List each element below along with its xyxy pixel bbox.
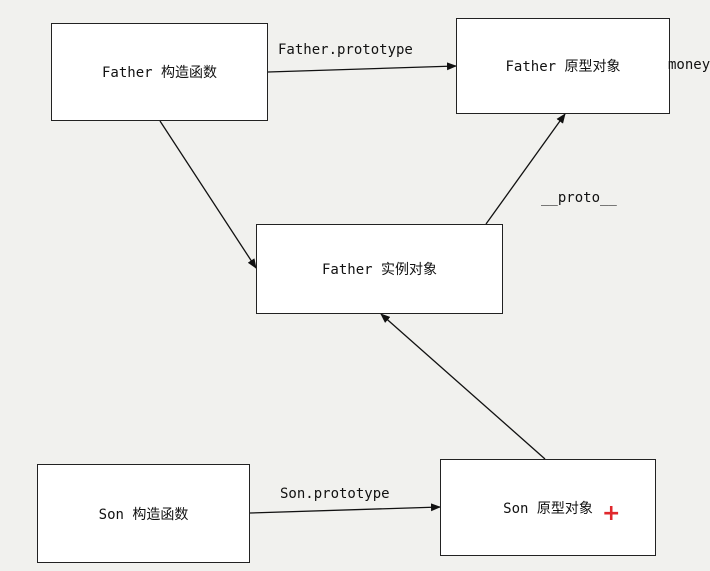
node-father-instance-object: Father 实例对象 [256, 224, 503, 314]
edge-label-proto: __proto__ [541, 190, 617, 206]
edge-son-proto-to-instance [380, 313, 546, 460]
edge-father-ctor-to-instance [159, 120, 257, 269]
edge-instance-to-father-proto [485, 113, 566, 225]
node-son-prototype-object: Son 原型对象 [440, 459, 656, 556]
crosshair-cursor-icon: + [602, 501, 621, 526]
node-father-prototype-object: Father 原型对象 [456, 18, 670, 114]
node-son-constructor: Son 构造函数 [37, 464, 250, 563]
node-father-prototype-object-label: Father 原型对象 [505, 59, 621, 75]
edge-son-ctor-to-proto [249, 503, 441, 514]
node-father-instance-object-label: Father 实例对象 [321, 262, 437, 278]
money-annotation: money [668, 57, 710, 73]
node-father-constructor: Father 构造函数 [51, 23, 268, 121]
node-son-constructor-label: Son 构造函数 [98, 506, 189, 523]
edge-label-father-prototype: Father.prototype [278, 42, 413, 58]
node-son-prototype-object-label: Son 原型对象 [503, 500, 593, 517]
node-father-constructor-label: Father 构造函数 [101, 65, 217, 81]
edge-father-ctor-to-proto [267, 62, 457, 73]
edge-label-son-prototype: Son.prototype [280, 486, 390, 502]
